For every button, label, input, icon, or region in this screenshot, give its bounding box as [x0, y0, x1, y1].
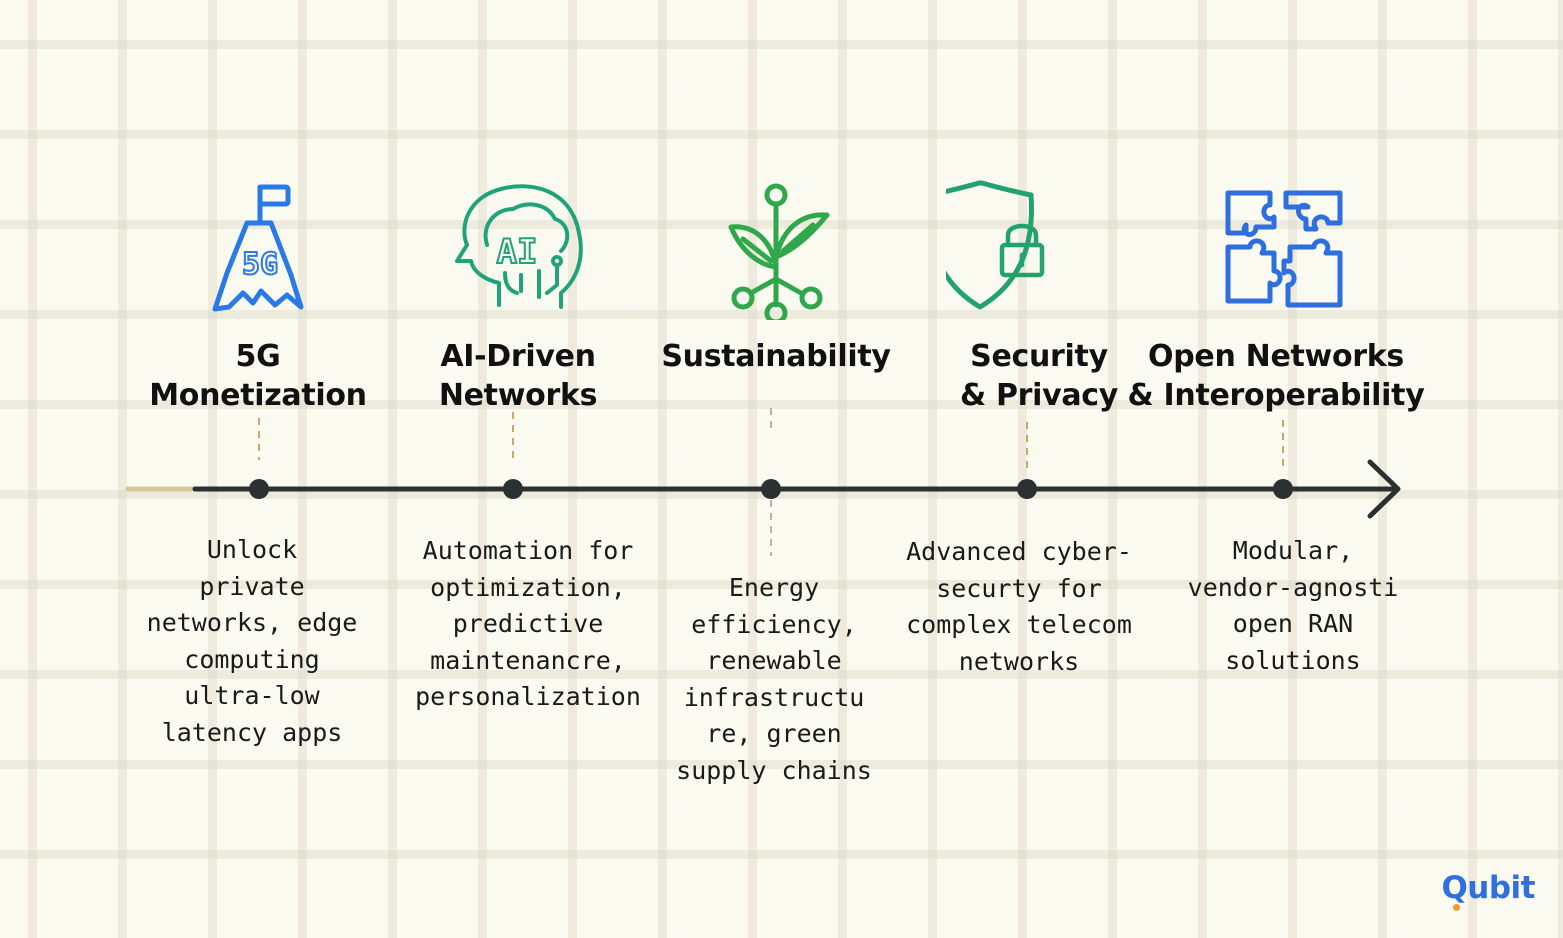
topic-open-networks: Open Networks & Interoperability Modular…: [1128, 175, 1425, 815]
timeline-node: [503, 479, 523, 499]
qubit-logo: Qubit: [1441, 870, 1535, 911]
timeline-node: [761, 479, 781, 499]
topic-description: Modular, vendor-agnosti open RAN solutio…: [1187, 536, 1399, 675]
timeline-node: [1273, 479, 1293, 499]
ai-icon-label: AI: [497, 232, 538, 272]
timeline-arrowhead: [1367, 459, 1401, 519]
timeline-node: [249, 479, 269, 499]
topic-title: Security & Privacy: [959, 339, 1119, 413]
topic-sustainability: Sustainability Energy efficiency, renewa…: [646, 175, 906, 815]
logo-accent-dot: [1453, 904, 1461, 911]
topic-description: Energy efficiency, renewable infrastruct…: [676, 573, 872, 785]
topic-description: Advanced cyber- securty for complex tele…: [906, 537, 1132, 676]
topic-security-privacy: Security & Privacy Advanced cyber- secur…: [891, 175, 1151, 815]
topic-title: AI-Driven Networks: [438, 339, 598, 413]
topic-title: Sustainability: [661, 339, 891, 374]
sprout-network-icon: [701, 175, 851, 320]
shield-lock-icon: [946, 175, 1096, 320]
puzzle-pieces-icon: [1208, 175, 1358, 320]
topic-description: Automation for optimization, predictive …: [415, 536, 641, 711]
5g-tower-icon: 5G: [183, 175, 333, 320]
logo-text: Qubit: [1441, 870, 1535, 906]
topic-description: Unlock private networks, edge computing …: [146, 535, 358, 747]
topic-5g-monetization: 5G 5G Monetization Unlock private networ…: [128, 175, 388, 815]
timeline-nodes: [249, 479, 1293, 499]
topic-title: Open Networks & Interoperability: [1127, 339, 1425, 413]
timeline-connectors: [258, 408, 1284, 556]
topic-title: 5G Monetization: [149, 339, 367, 413]
timeline-node: [1017, 479, 1037, 499]
topic-ai-driven-networks: AI AI-Driven Networks Automation for opt…: [388, 175, 648, 815]
ai-brain-head-icon: AI: [443, 175, 593, 320]
5g-icon-label: 5G: [242, 247, 278, 282]
